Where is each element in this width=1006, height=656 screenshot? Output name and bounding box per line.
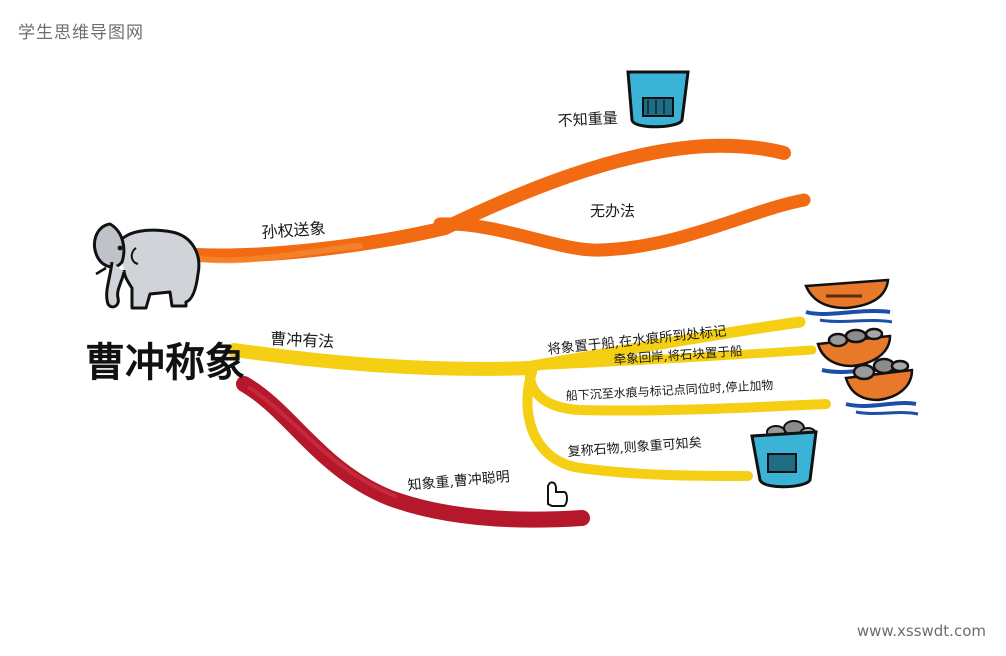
bucket-icon (626, 70, 690, 129)
branch-label-sunquan: 孙权送象 (261, 219, 326, 242)
branch-conclusion (236, 376, 590, 528)
branch-caochong (227, 316, 831, 481)
site-watermark: 学生思维导图网 (18, 23, 144, 43)
leaf-label-step-4: 复称石物,则象重可知矣 (567, 435, 702, 460)
branch-sunquan (189, 138, 811, 264)
branch-label-conclusion: 知象重,曹冲聪明 (407, 468, 511, 494)
bucket-icon (750, 420, 818, 489)
boat-icon (804, 278, 893, 324)
boat-icon (844, 357, 919, 416)
leaf-label-step-3: 船下沉至水痕与标记点同位时,停止加物 (565, 377, 773, 403)
branch-label-caochong: 曹冲有法 (270, 329, 335, 351)
thumbs-up-icon (547, 481, 568, 507)
elephant-icon (93, 222, 201, 310)
central-title: 曹冲称象 (85, 339, 245, 386)
boat-icon (816, 327, 901, 374)
leaf-label-no-method: 无办法 (590, 202, 635, 220)
site-url-watermark: www.xsswdt.com (856, 622, 986, 640)
leaf-label-unknown-weight: 不知重量 (557, 109, 618, 130)
